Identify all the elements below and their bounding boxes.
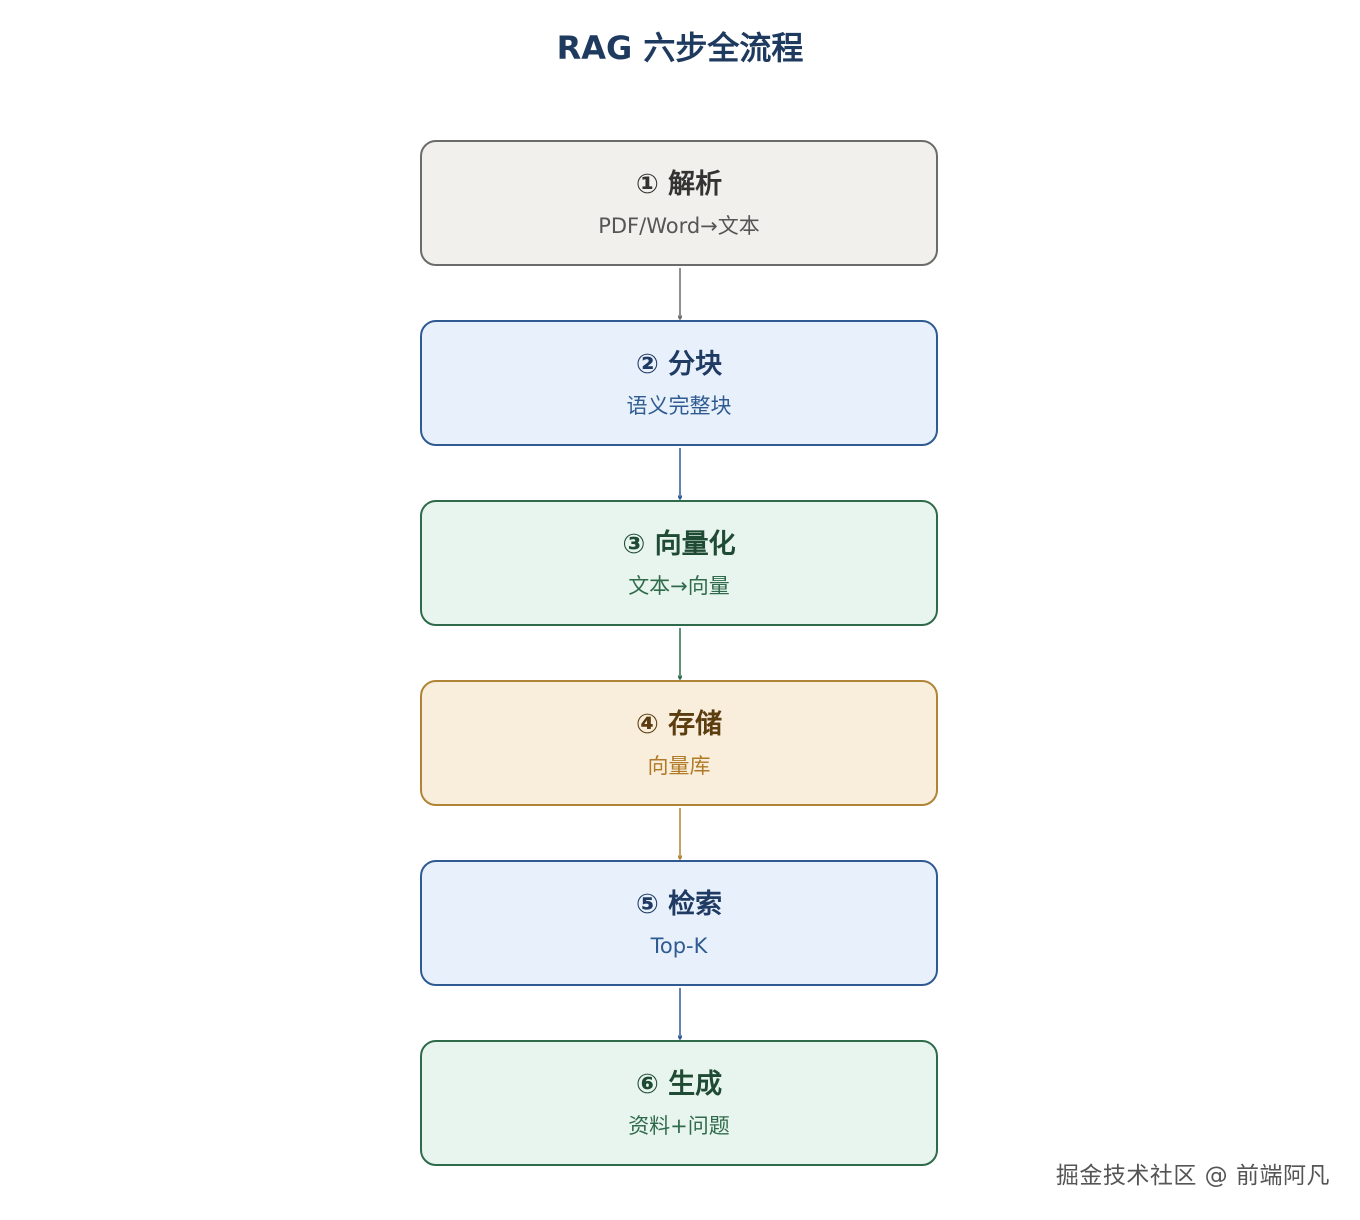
step-title: ⑤ 检索 [635,889,723,920]
step-subtitle: 向量库 [647,754,711,778]
step-node-4: ④ 存储 向量库 [420,680,938,806]
arrow-connector-2-3 [678,448,682,500]
step-title: ④ 存储 [635,709,723,740]
step-title: ③ 向量化 [622,529,736,560]
step-subtitle: Top-K [650,934,708,958]
arrow-connector-1-2 [678,268,682,320]
step-title: ① 解析 [635,169,723,200]
step-subtitle: 语义完整块 [626,394,732,418]
arrow-connector-4-5 [678,808,682,860]
step-title: ② 分块 [635,349,723,380]
step-title: ⑥ 生成 [635,1069,723,1100]
step-node-2: ② 分块 语义完整块 [420,320,938,446]
arrow-connector-3-4 [678,628,682,680]
step-node-6: ⑥ 生成 资料+问题 [420,1040,938,1166]
step-subtitle: 文本→向量 [628,574,730,598]
step-node-3: ③ 向量化 文本→向量 [420,500,938,626]
step-node-5: ⑤ 检索 Top-K [420,860,938,986]
watermark-text: 掘金技术社区 @ 前端阿凡 [1055,1163,1330,1189]
arrow-connector-5-6 [678,988,682,1040]
step-subtitle: PDF/Word→文本 [598,214,760,238]
step-subtitle: 资料+问题 [628,1114,730,1138]
diagram-title: RAG 六步全流程 [556,29,804,67]
step-node-1: ① 解析 PDF/Word→文本 [420,140,938,266]
